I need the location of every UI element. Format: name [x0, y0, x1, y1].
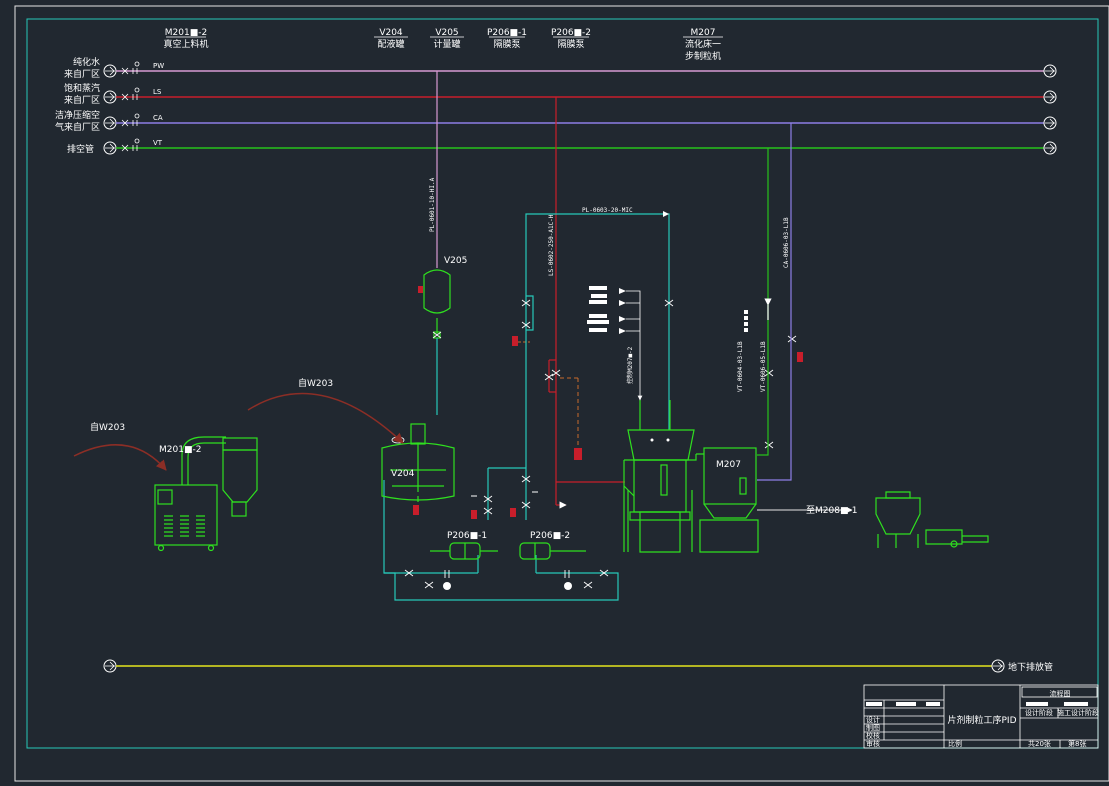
- pw-label-1: 纯化水: [73, 56, 100, 68]
- phase-2-label: 施工设计阶段: [1057, 708, 1099, 717]
- pump-p206-1: [430, 542, 498, 560]
- tag-v205-name: 计量罐: [433, 38, 460, 50]
- p206-2-label: P206■-2: [530, 531, 570, 541]
- mobile-bin: [875, 491, 989, 548]
- pw-end-symbol: [1043, 64, 1057, 78]
- scale-label: 比例: [948, 739, 962, 748]
- feed-arrow-2: [247, 392, 404, 444]
- utility-lines: 纯化水 来自厂区 PW 饱和蒸汽 来自厂区 LS 洁净压缩空 气来自厂区 CA …: [55, 56, 1057, 155]
- ca-label-2: 气来自厂区: [55, 121, 100, 133]
- tag-p206-1: P206■-1: [487, 28, 527, 38]
- from-w203-a: 自W203: [90, 421, 125, 433]
- ls-end-symbol: [1043, 90, 1057, 104]
- header-tags: M201■-2 真空上料机 V204 配液罐 V205 计量罐 P206■-1 …: [163, 28, 723, 62]
- tag-m201: M201■-2: [165, 28, 207, 38]
- pw-code: PW: [153, 62, 164, 70]
- valves: [404, 299, 797, 589]
- sheet-no-label: 第8张: [1068, 739, 1086, 748]
- tag-m207: M207: [691, 28, 716, 38]
- drawing-title: 片剂制粒工序PID: [947, 714, 1016, 726]
- ca-code: CA: [153, 114, 163, 122]
- from-w203-b: 自W203: [298, 377, 333, 389]
- tag-v204-name: 配液罐: [377, 38, 404, 50]
- role-2: 制图: [866, 723, 880, 732]
- p206-1-label: P206■-1: [447, 531, 487, 541]
- v204-tank: [381, 423, 455, 502]
- outer-frame: [14, 5, 1109, 782]
- drain-label: 地下排放管: [1008, 661, 1053, 673]
- vt-code: VT: [153, 139, 163, 147]
- tag-m201-name: 真空上料机: [163, 38, 208, 50]
- ca-vertical-label: CA-0606-03-L1B: [783, 217, 790, 268]
- tag-p206-2-name: 隔膜泵: [557, 39, 584, 50]
- m207-granulator: [623, 400, 759, 553]
- ls-vertical-label: LS-0602-250-A1C-H: [548, 214, 555, 276]
- stage-label: 流程图: [1050, 689, 1071, 698]
- pump-p206-2: [519, 542, 586, 560]
- v205-tank: [423, 269, 451, 339]
- vt-ca-verticals: [413, 123, 803, 515]
- feed-arrow-1: [73, 444, 167, 471]
- tag-p206-1-name: 隔膜泵: [493, 39, 520, 50]
- phase-1-label: 设计阶段: [1025, 708, 1053, 717]
- role-1: 设计: [866, 715, 880, 724]
- ls-label-1: 饱和蒸汽: [64, 82, 100, 94]
- v204-label: V204: [391, 469, 415, 479]
- m201-vacuum-loader: [154, 436, 258, 552]
- ls-code: LS: [153, 88, 162, 96]
- v205-instrument: [418, 286, 423, 293]
- pw-label-2: 来自厂区: [64, 68, 100, 80]
- tag-v205: V205: [435, 28, 458, 38]
- vt-vertical-label-1: VT-0604-03-L1B: [737, 341, 744, 392]
- sheets-label: 共20张: [1028, 739, 1051, 748]
- m201-label: M201■-2: [159, 445, 201, 455]
- drain-line: 地下排放管: [103, 659, 1053, 673]
- vt-vertical-label-2: VT-0606-05-L1B: [760, 341, 767, 392]
- role-4: 审核: [866, 739, 880, 748]
- m207-label: M207: [716, 460, 741, 470]
- tag-v204: V204: [379, 28, 403, 38]
- title-block: [863, 684, 1099, 749]
- tag-m207-name2: 步制粒机: [685, 50, 721, 62]
- v205-label: V205: [444, 256, 467, 266]
- pl-vertical-label: PL-0601-10-HI.A: [429, 177, 436, 232]
- pl-loop: [383, 213, 670, 601]
- tag-m207-name: 流化床一: [685, 38, 721, 50]
- vt-end-symbol: [1043, 141, 1057, 155]
- inner-border: [26, 18, 1099, 749]
- inlet-valves: [121, 61, 140, 152]
- vt-label-1: 排空管: [67, 143, 94, 155]
- tag-p206-2: P206■-2: [551, 28, 591, 38]
- to-m208-label: 至M208■-1: [806, 505, 857, 516]
- instrument-tags: [587, 286, 748, 334]
- pl-horizontal-label: PL-0603-20-MIC: [582, 207, 633, 214]
- ls-label-2: 来自厂区: [64, 94, 100, 106]
- ca-label-1: 洁净压缩空: [55, 109, 100, 121]
- m207-tag-vertical: 控制M207■-2: [626, 346, 634, 384]
- role-3: 校核: [866, 731, 880, 740]
- ca-end-symbol: [1043, 116, 1057, 130]
